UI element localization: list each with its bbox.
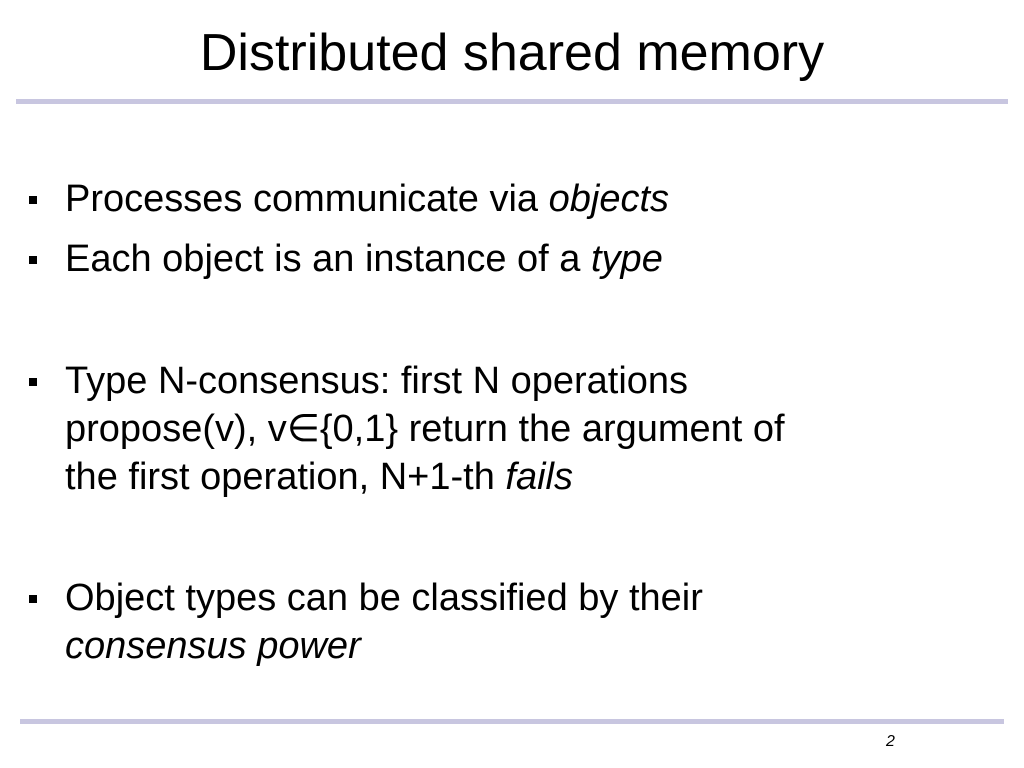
square-bullet-icon [29,196,37,204]
title-divider [16,99,1008,104]
bullet-text: Each object is an instance of a type [65,235,965,283]
text-run: Object types can be classified by their [65,577,703,619]
bullet-text: Type N-consensus: first N operations prop… [65,357,965,501]
text-run: Processes communicate via [65,178,549,220]
bullet-line: propose(v), v∈{0,1} return the argument … [65,405,965,453]
square-bullet-icon [29,256,37,264]
bullet-line: Processes communicate via objects [65,175,965,223]
emphasized-term: objects [548,178,670,220]
bullet-text: Processes communicate via objects [65,175,965,223]
square-bullet-icon [29,378,37,386]
text-run: Each object is an instance of a [65,238,591,280]
bullet-line: Type N-consensus: first N operations [65,357,965,405]
text-run: the first operation, N+1-th [65,456,506,498]
bullet-line: the first operation, N+1-th fails [65,453,965,501]
emphasized-term: fails [505,456,573,498]
slide-title: Distributed shared memory [199,24,825,82]
bullet-line: Each object is an instance of a type [65,235,965,283]
page-number: 2 [886,733,895,750]
square-bullet-icon [29,595,37,603]
emphasized-term: type [591,238,663,280]
text-run: propose(v), v∈{0,1} return the argument … [65,408,785,450]
bullet-text: Object types can be classified by their c… [65,574,965,670]
bullet-line: Object types can be classified by their [65,574,965,622]
emphasized-term: consensus power [65,625,361,667]
text-run: Type N-consensus: first N operations [65,360,689,402]
bullet-line: consensus power [65,622,965,670]
footer-divider [20,719,1004,724]
